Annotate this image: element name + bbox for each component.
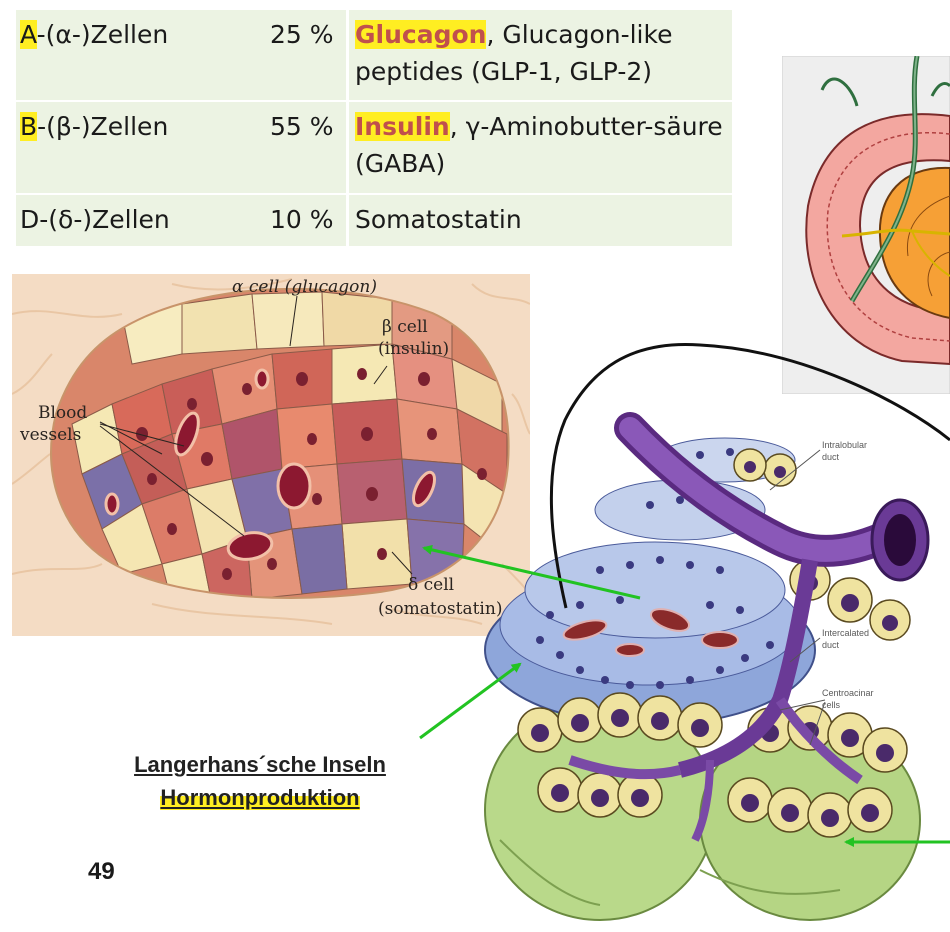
cell-name: -(α-)Zellen [36,20,169,49]
cell-nuclei [136,368,487,580]
alpha-cell-label: α cell (glucagon) [232,277,377,297]
arrow-to-delta-cell [422,544,641,600]
cell-type: B-(β-)Zellen [16,100,262,194]
table-row: D-(δ-)Zellen 10 % Somatostatin [16,192,732,246]
cell-percent: 55 % [262,100,348,194]
cell-letter: D [20,204,40,234]
beta-cell-label-2: (insulin) [378,339,449,359]
cell-type: D-(δ-)Zellen [16,192,262,246]
cell-percent: 10 % [262,192,348,246]
delta-cell-label-2: (somatostatin) [378,599,502,619]
acinus-duct-illustration: Intralobular duct Intercalated duct Cent… [484,412,930,921]
islet-histology-figure: α cell (glucagon) β cell (insulin) Blood… [12,274,530,636]
cell-hormones: Somatostatin [346,192,732,246]
hormone-text: , γ-Aminobutter-säure (GABA) [355,112,723,179]
cell-name: -(β-)Zellen [37,112,169,142]
cell-letter: A [20,20,37,49]
cell-type: A-(α-)Zellen [16,10,262,101]
table-row: A-(α-)Zellen 25 % Glucagon, Glucagon-lik… [16,10,732,102]
arrow-to-islet [419,662,522,740]
hormone-text: , Glucagon-like peptides (GLP-1, GLP-2) [355,20,673,86]
blood-vessels [104,368,437,561]
pancreatic-duct [841,228,950,238]
intralobular-duct-label-2: duct [822,452,840,462]
duodenum-fold [826,132,950,342]
hormone-text: Somatostatin [355,204,522,234]
hormone-name: Insulin [355,112,450,142]
centroacinar-cells-label-1: Centroacinar [822,688,874,698]
cell-percent: 25 % [270,20,334,49]
cell-name: -(δ-)Zellen [39,204,170,234]
label-pointers [99,295,413,575]
intralobular-duct-label-1: Intralobular [822,440,867,450]
centroacinar-cells-label-2: cells [822,700,841,710]
beta-cell-label-1: β cell [382,317,428,337]
duodenum [805,113,950,366]
cell-type-table: A-(α-)Zellen 25 % Glucagon, Glucagon-lik… [16,10,732,246]
pancreas-illustration [782,56,950,394]
hormone-name: Glucagon [355,20,487,49]
acinus-pointers [769,449,826,746]
pancreas-lobes [906,195,950,297]
islet-capillaries [562,608,739,657]
vessels-label-1: Blood [38,403,87,423]
intercalated-duct-label-2: duct [822,640,840,650]
vessels-label-2: vessels [19,425,81,445]
cell-letter: B [20,112,38,142]
islet-cell-nuclei [536,448,774,689]
bile-duct-inner [851,56,918,302]
cell-hormones: Glucagon, Glucagon-like peptides (GLP-1,… [346,10,732,102]
caption-subtitle: Hormonproduktion [80,785,440,811]
caption-title: Langerhans´sche Inseln [134,752,386,777]
delta-cell-label-1: δ cell [408,575,454,595]
ducts [568,412,930,842]
zoom-outline [549,342,950,609]
table-row: B-(β-)Zellen 55 % Insulin, γ-Aminobutter… [16,100,732,194]
page-number: 49 [88,858,115,885]
intercalated-duct-label-1: Intercalated [822,628,869,638]
pancreatic-duct-branch [911,230,950,277]
cell-hormones: Insulin, γ-Aminobutter-säure (GABA) [346,100,732,194]
acinar-tissue-pattern [12,278,530,625]
caption-subtitle-text: Hormonproduktion [160,785,360,810]
